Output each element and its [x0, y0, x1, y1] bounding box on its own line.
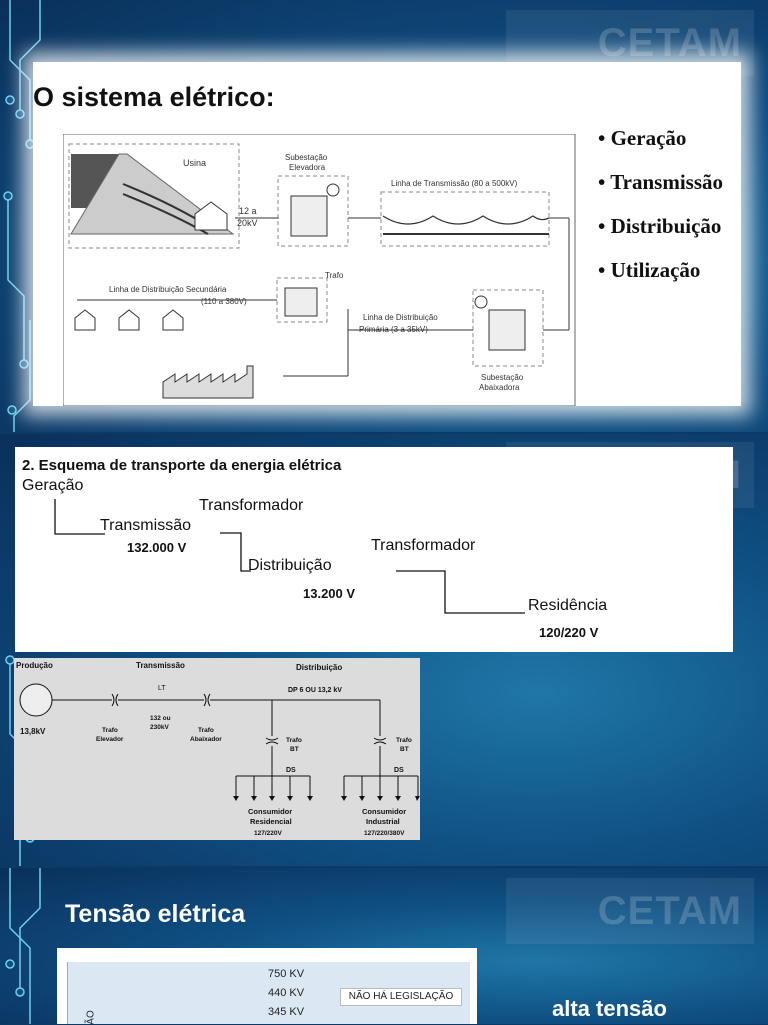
- vertical-label: ÃO: [85, 1010, 97, 1025]
- voltage-label-2: 20kV: [237, 218, 258, 228]
- cons-res-label-1: Consumidor: [248, 807, 292, 816]
- transmissao-label: Transmissão: [100, 517, 191, 534]
- bullet-item: • Utilização: [598, 258, 701, 282]
- trafo-bt-label-1: Trafo: [396, 737, 412, 744]
- residence-voltage: 120/220 V: [539, 625, 599, 640]
- cons-ind-label-2: Industrial: [366, 817, 400, 826]
- distribuicao-header: Distribuição: [296, 663, 342, 672]
- electrical-system-panel: O sistema elétrico: Usina 12 a 20kV Sube…: [33, 62, 741, 406]
- transformer-icon: [203, 693, 211, 707]
- power-schematic-panel: Produção Transmissão Distribuição G 13,8…: [14, 658, 420, 840]
- producao-label: Produção: [16, 661, 53, 670]
- transmission-voltage: 132.000 V: [127, 540, 187, 555]
- lt-voltage-1: 132 ou: [150, 715, 171, 722]
- trafo-elev-label-2: Elevador: [96, 736, 124, 743]
- usina-box: [68, 143, 240, 249]
- kv-value: 440 KV: [268, 987, 305, 999]
- trafo-bt-label-1: Trafo: [286, 737, 302, 744]
- no-legislation-badge: NÃO HÁ LEGISLAÇÃO: [340, 988, 462, 1006]
- transformer-icon: [373, 737, 387, 745]
- transformer-icon: [290, 195, 328, 237]
- trafo-abx-label-2: Abaixador: [190, 736, 222, 743]
- lt-label: LT: [158, 685, 166, 692]
- trafo-bt-label-2: BT: [290, 746, 299, 753]
- transmissao-header: Transmissão: [136, 661, 185, 670]
- lt-voltage-2: 230kV: [150, 724, 169, 731]
- scheme-connectors: [54, 499, 525, 614]
- generator-voltage: 13,8kV: [20, 727, 46, 736]
- scheme-heading: 2. Esquema de transporte da energia elét…: [22, 457, 342, 474]
- electrical-system-diagram: Usina 12 a 20kV Subestação Elevadora Lin…: [63, 134, 576, 406]
- kv-value: 345 KV: [268, 1006, 305, 1018]
- bullet-item: • Transmissão: [598, 170, 724, 194]
- transmission-line-label: Linha de Transmissão (80 a 500kV): [391, 179, 518, 188]
- bullet-list: • Geração • Transmissão • Distribuição •…: [598, 126, 723, 302]
- alta-tensao-label: alta tensão: [552, 996, 667, 1021]
- generator-icon: [19, 683, 53, 717]
- voltage-label-1: 12 a: [239, 206, 257, 216]
- bullet-item: • Distribuição: [598, 214, 722, 238]
- trafo-elev-label-1: Trafo: [102, 727, 118, 734]
- ds-label: DS: [286, 767, 296, 774]
- sub-abx-label-2: Abaixadora: [479, 383, 520, 392]
- transformer-label-1: Transformador: [199, 497, 304, 514]
- residencia-label: Residência: [528, 597, 608, 614]
- sub-elev-label-1: Subestação: [285, 153, 328, 162]
- distribuicao-label: Distribuição: [248, 557, 332, 574]
- trafo-bt-label-2: BT: [400, 746, 409, 753]
- transformer-icon: [111, 693, 119, 707]
- kv-value: 750 KV: [268, 968, 305, 980]
- ds-label: DS: [394, 767, 404, 774]
- dp-label: DP 6 OU 13,2 kV: [288, 687, 342, 694]
- cons-ind-voltage: 127/220/380V: [364, 830, 405, 837]
- circuit-decoration: [5, 868, 41, 1024]
- transformer-label-2: Transformador: [371, 537, 476, 554]
- distribution-voltage: 13.200 V: [303, 586, 356, 601]
- voltage-table-panel: ÃO 750 KV 440 KV 345 KV NÃO HÁ LEGISLAÇÃ…: [57, 948, 477, 1025]
- transport-scheme-panel: 2. Esquema de transporte da energia elét…: [15, 447, 733, 652]
- houses-icon: [74, 309, 184, 331]
- geracao-label: Geração: [22, 477, 84, 494]
- voltage-table: ÃO 750 KV 440 KV 345 KV NÃO HÁ LEGISLAÇÃ…: [67, 962, 470, 1025]
- house-icon: [194, 201, 228, 231]
- usina-label: Usina: [183, 158, 206, 168]
- transformer-icon: [265, 737, 279, 745]
- circuit-decoration: [3, 0, 41, 432]
- cons-ind-label-1: Consumidor: [362, 807, 406, 816]
- cons-res-label-2: Residencial: [250, 817, 292, 826]
- primary-line-label-1: Linha de Distribuição: [363, 313, 438, 322]
- factory-icon: [162, 365, 254, 399]
- secondary-line-label-2: (110 a 380V): [201, 297, 247, 306]
- primary-line-label-2: Primária (3 a 35kV): [359, 325, 428, 334]
- sub-elev-label-2: Elevadora: [289, 163, 326, 172]
- cons-res-voltage: 127/220V: [254, 830, 282, 837]
- power-schematic: Produção Transmissão Distribuição G 13,8…: [16, 661, 420, 837]
- bullet-item: • Geração: [598, 126, 687, 150]
- trafo-label: Trafo: [325, 271, 344, 280]
- trafo-abx-label-1: Trafo: [198, 727, 214, 734]
- slide-title: Tensão elétrica: [65, 900, 246, 928]
- cetam-watermark: CETAM: [506, 878, 754, 944]
- sub-abx-label-1: Subestação: [481, 373, 524, 382]
- slide-title: O sistema elétrico:: [33, 82, 275, 112]
- slide-1: CETAM O sistema elétrico: Usina 12 a 20k…: [0, 0, 768, 432]
- secondary-line-label-1: Linha de Distribuição Secundária: [109, 285, 227, 294]
